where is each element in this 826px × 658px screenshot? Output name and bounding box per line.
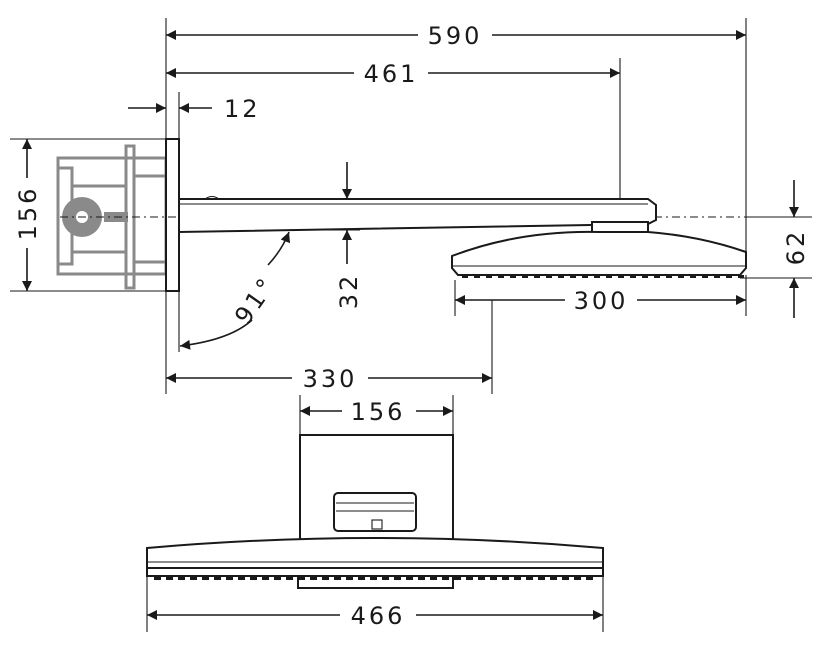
spray-nozzle: [538, 577, 545, 580]
spray-nozzle: [490, 577, 497, 580]
spray-nozzle: [514, 577, 521, 580]
spray-nozzle: [526, 577, 533, 580]
spray-nozzle: [618, 275, 624, 278]
spray-nozzle: [214, 577, 221, 580]
shower-head-side: [451, 230, 747, 278]
spray-nozzle: [726, 275, 732, 278]
dim-156-horizontal-label: 156: [351, 398, 406, 426]
spray-nozzle: [486, 275, 492, 278]
spray-nozzle: [522, 275, 528, 278]
spray-nozzle: [226, 577, 233, 580]
spray-nozzle: [502, 577, 509, 580]
spray-nozzle: [166, 577, 173, 580]
spray-nozzle: [606, 275, 612, 278]
dimension-connector-width: 156: [299, 395, 454, 435]
spray-nozzle: [630, 275, 636, 278]
spray-nozzle: [334, 577, 341, 580]
spray-nozzle: [346, 577, 353, 580]
spray-nozzle: [702, 275, 708, 278]
dim-12-label: 12: [224, 95, 261, 123]
spray-nozzle: [202, 577, 209, 580]
spray-nozzle: [274, 577, 281, 580]
spray-nozzle: [382, 577, 389, 580]
shower-head-front: [146, 537, 604, 589]
dimension-head-height: 62: [740, 180, 812, 318]
spray-nozzle: [534, 275, 540, 278]
spray-nozzle: [690, 275, 696, 278]
spray-nozzle: [582, 275, 588, 278]
spray-nozzle: [262, 577, 269, 580]
spray-nozzle: [454, 577, 461, 580]
spray-nozzle: [358, 577, 365, 580]
spray-nozzle: [474, 275, 480, 278]
dimension-head-depth: 300: [454, 275, 747, 316]
spray-nozzle: [238, 577, 245, 580]
dim-590-label: 590: [428, 22, 483, 50]
spray-nozzle: [370, 577, 377, 580]
spray-nozzle: [478, 577, 485, 580]
dimension-head-center: 330: [165, 291, 493, 394]
spray-nozzle: [418, 577, 425, 580]
spray-nozzle: [574, 577, 581, 580]
spray-nozzle: [394, 577, 401, 580]
shower-arm: [178, 195, 657, 234]
dimension-plate-thickness: 12: [128, 92, 261, 139]
dimension-overall-length: 590: [165, 18, 747, 252]
spray-nozzle: [322, 577, 329, 580]
spray-nozzle: [594, 275, 600, 278]
spray-nozzle: [562, 577, 569, 580]
spray-nozzle: [714, 275, 720, 278]
dimension-head-width: 466: [146, 576, 604, 632]
spray-nozzle: [642, 275, 648, 278]
spray-nozzle: [154, 577, 161, 580]
spray-nozzle: [586, 577, 593, 580]
dim-330-label: 330: [303, 365, 358, 393]
dimension-arm-angle: 91°: [178, 231, 291, 352]
dimension-arm-length: 461: [166, 58, 621, 199]
spray-nozzle: [570, 275, 576, 278]
dimension-box-height: 156: [10, 138, 166, 292]
spray-nozzle: [666, 275, 672, 278]
spray-nozzle: [546, 275, 552, 278]
spray-nozzle: [654, 275, 660, 278]
dim-461-label: 461: [364, 60, 419, 88]
spray-nozzle: [250, 577, 257, 580]
side-view: 590 461 12 156 32: [10, 18, 812, 394]
spray-nozzle: [190, 577, 197, 580]
spray-nozzle: [310, 577, 317, 580]
spray-nozzle: [406, 577, 413, 580]
dim-32-label: 32: [335, 273, 363, 310]
dim-91-angle-label: 91°: [229, 271, 282, 329]
spray-nozzle: [442, 577, 449, 580]
spray-nozzle: [466, 577, 473, 580]
dim-300-label: 300: [574, 287, 629, 315]
wall-plate: [165, 138, 180, 292]
spray-nozzle: [298, 577, 305, 580]
spray-nozzle: [498, 275, 504, 278]
arm-joint-front: [333, 492, 417, 532]
spray-nozzle: [558, 275, 564, 278]
spray-nozzle: [462, 275, 468, 278]
spray-nozzle: [738, 275, 744, 278]
dim-62-label: 62: [782, 229, 810, 266]
spray-nozzle: [286, 577, 293, 580]
front-view: 156 466: [146, 395, 604, 632]
dimension-arm-drop: 32: [300, 162, 363, 309]
dim-156-vertical-label: 156: [14, 186, 42, 241]
spray-nozzle: [550, 577, 557, 580]
spray-nozzle: [430, 577, 437, 580]
dim-466-label: 466: [351, 602, 406, 630]
spray-nozzle: [510, 275, 516, 278]
spray-nozzle: [678, 275, 684, 278]
spray-nozzle: [178, 577, 185, 580]
concealed-body: [56, 144, 168, 290]
